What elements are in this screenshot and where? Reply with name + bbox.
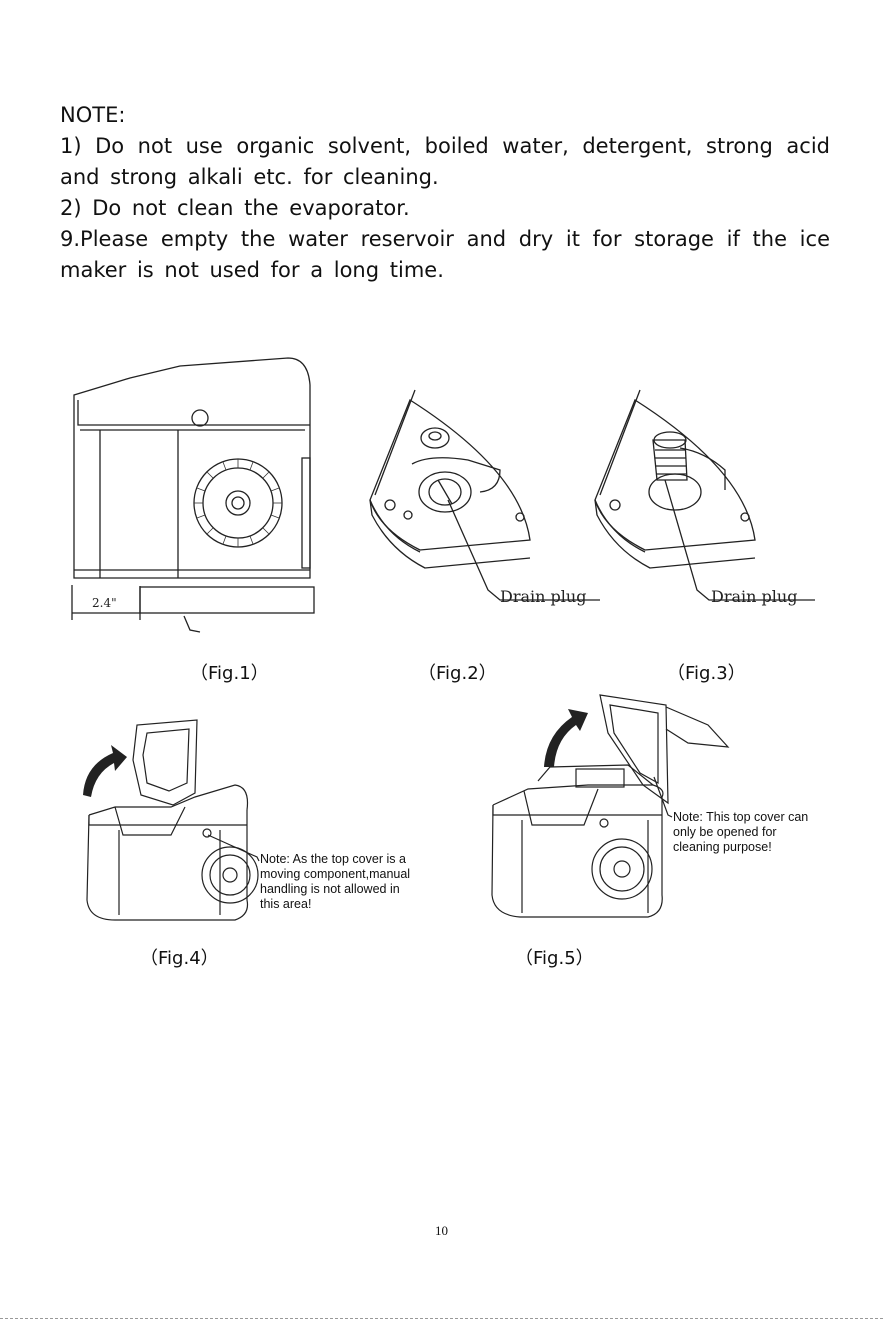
bottom-divider [0, 1318, 883, 1319]
fig4-note-line-2: moving component,manual [260, 867, 411, 881]
rotate-arrow-icon [544, 709, 588, 767]
fig4-callout-note: Note: As the top cover is a moving compo… [260, 852, 410, 912]
fig5-open-top-cover-drawing [491, 694, 730, 918]
page-number: 10 [435, 1223, 448, 1238]
fig3-caption: （Fig.3） [667, 663, 746, 684]
note-item-2: 2) Do not clean the evaporator. [60, 196, 410, 220]
rotate-arrow-icon [83, 745, 127, 797]
fig2-drain-plug-drawing: Drain plug [369, 389, 600, 606]
note-heading: NOTE: [60, 103, 126, 127]
note-item-3: 9.Please empty the water reservoir and d… [60, 227, 830, 282]
fig5-note-line-2: only be opened for [673, 825, 777, 839]
fig5-note-line-3: cleaning purpose! [673, 840, 772, 854]
fig4-note-line-1: Note: As the top cover is a [260, 852, 406, 866]
fig2-caption: （Fig.2） [418, 663, 497, 684]
fig5-callout-note: Note: This top cover can only be opened … [673, 810, 808, 855]
fig4-open-cover-drawing [83, 719, 260, 921]
fig1-caption: （Fig.1） [190, 663, 269, 684]
fig5-note-line-1: Note: This top cover can [673, 810, 809, 824]
fig3-drain-plug-drawing: Drain plug [594, 389, 815, 606]
note-block: NOTE: 1) Do not use organic solvent, boi… [60, 100, 830, 286]
fig5-caption: （Fig.5） [515, 948, 594, 969]
fig3-drain-plug-label: Drain plug [711, 587, 797, 606]
fig4-note-line-4: this area! [260, 897, 312, 911]
fig2-drain-plug-label: Drain plug [500, 587, 586, 606]
note-item-1: 1) Do not use organic solvent, boiled wa… [60, 134, 830, 189]
fig1-dimension-label: 2.4" [92, 596, 117, 610]
fig1-side-view-drawing: 2.4" [71, 357, 315, 633]
fig4-caption: （Fig.4） [140, 948, 219, 969]
fig4-note-line-3: handling is not allowed in [260, 882, 400, 896]
